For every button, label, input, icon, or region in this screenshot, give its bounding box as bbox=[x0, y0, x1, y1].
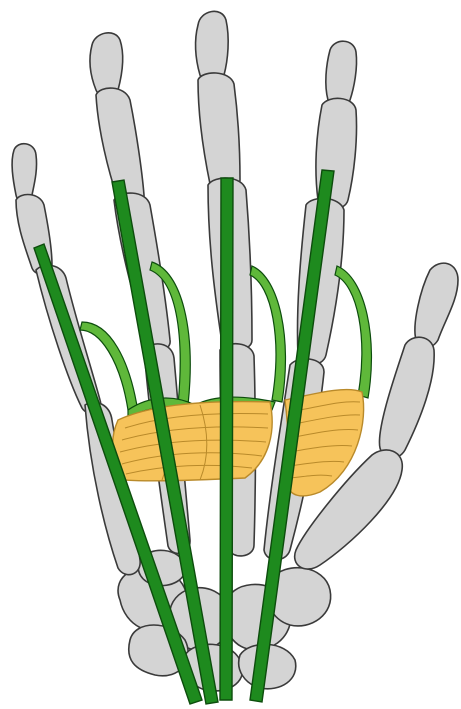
lumbrical-4 bbox=[335, 266, 371, 398]
tendon-middle bbox=[220, 178, 233, 700]
